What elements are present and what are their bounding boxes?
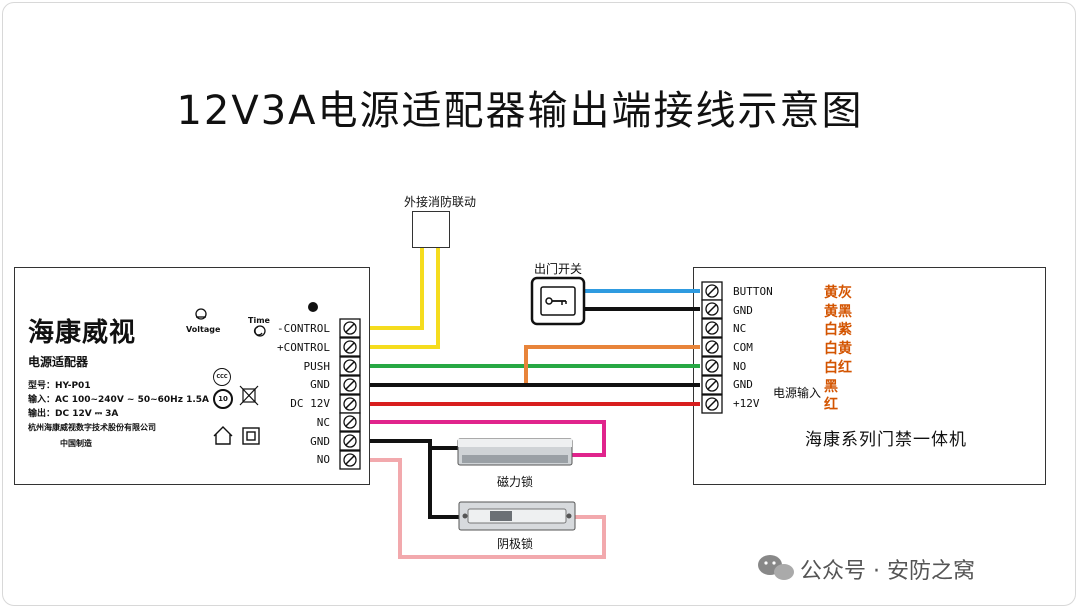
cert-10-year-icon: 10: [213, 389, 233, 409]
exit-switch-label: 出门开关: [534, 262, 583, 276]
adapter-voltage-label: Voltage: [186, 325, 221, 334]
wire-color-12v: 红: [824, 397, 838, 413]
controller-pin-label-gnd-2: GND: [733, 378, 753, 391]
adapter-pin-label-control-pos: +CONTROL: [277, 341, 330, 354]
wire-color-com: 白黄: [824, 341, 852, 357]
adapter-input-rating: 输入：AC 100~240V ~ 50~60Hz 1.5A: [28, 395, 209, 405]
adapter-pin-label-dc12v: DC 12V: [290, 397, 330, 410]
adapter-pin-label-push: PUSH: [303, 360, 331, 373]
controller-pin-label-no: NO: [733, 360, 747, 373]
controller-pin-label-com: COM: [733, 341, 753, 354]
power-input-label: 电源输入: [773, 386, 822, 400]
adapter-made-in: 中国制造: [60, 439, 92, 448]
adapter-model: 型号：HY-P01: [28, 381, 91, 391]
adapter-time-label: Time: [248, 316, 270, 325]
wire-color-button: 黄灰: [824, 285, 852, 301]
mag-lock-label: 磁力锁: [497, 475, 534, 489]
adapter-pin-label-nc: NC: [316, 416, 330, 429]
diagram-title: 12V3A电源适配器输出端接线示意图: [176, 88, 864, 134]
wire-color-no: 白红: [824, 360, 852, 376]
cert-ccc-icon: CCC: [213, 368, 231, 386]
fire-link-label: 外接消防联动: [404, 195, 477, 209]
controller-pin-label-button: BUTTON: [733, 285, 773, 298]
wire-color-nc: 白紫: [824, 322, 852, 338]
adapter-pin-label-no: NO: [316, 453, 330, 466]
adapter-pin-label-gnd-2: GND: [310, 435, 330, 448]
watermark-text: 公众号 · 安防之窝: [800, 559, 975, 584]
wire-color-gnd-2: 黑: [824, 379, 838, 395]
adapter-pin-label-control-neg: -CONTROL: [277, 322, 330, 335]
controller-pin-label-12v: +12V: [733, 397, 760, 410]
controller-name: 海康系列门禁一体机: [805, 430, 967, 450]
controller-pin-label-nc: NC: [733, 322, 747, 335]
strike-lock-label: 阴极锁: [497, 537, 534, 551]
adapter-pin-label-gnd: GND: [310, 378, 330, 391]
adapter-output-rating: 输出：DC 12V ⎓ 3A: [28, 409, 119, 419]
access-controller: [693, 267, 1046, 485]
controller-pin-label-gnd: GND: [733, 304, 753, 317]
adapter-company: 杭州海康威视数字技术股份有限公司: [28, 423, 156, 432]
adapter-product-name: 电源适配器: [28, 355, 89, 369]
fire-link-module: [412, 211, 450, 248]
adapter-brand: 海康威视: [28, 318, 137, 348]
wire-color-gnd: 黄黑: [824, 304, 852, 320]
